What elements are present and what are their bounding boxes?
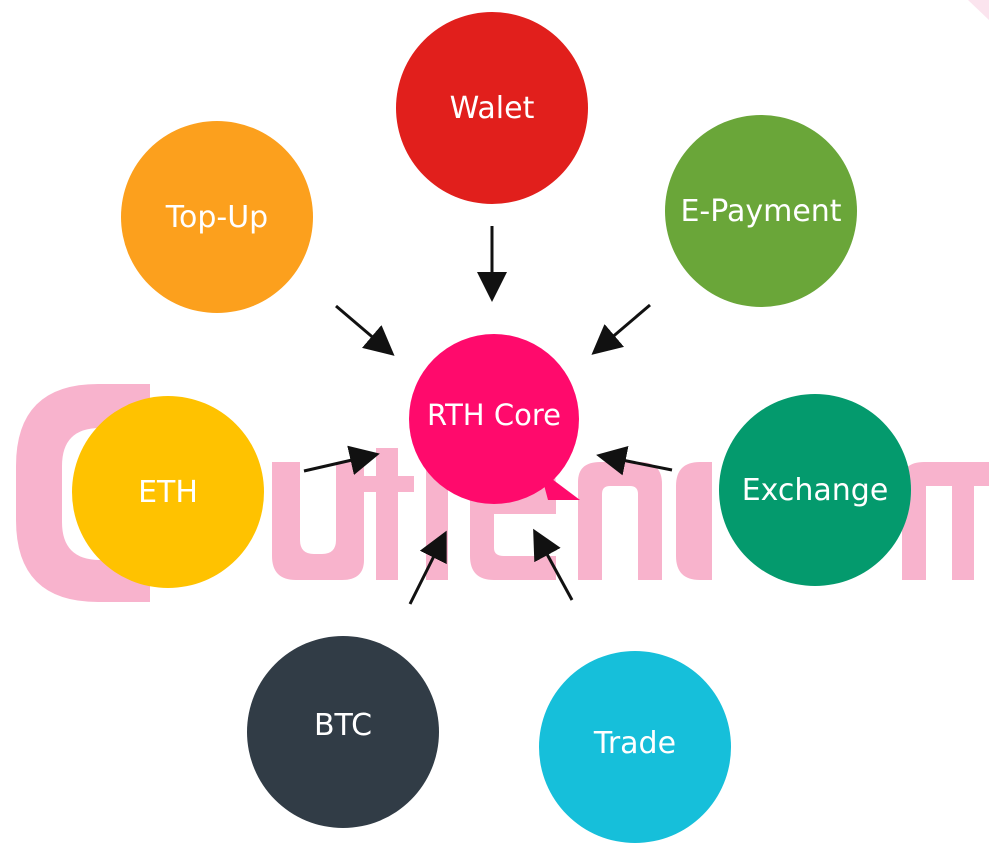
arrow-trade-to-core: [533, 528, 574, 601]
arrow-epayment-to-core: [591, 303, 651, 355]
node-walet: Walet: [396, 12, 588, 204]
node-btc: BTC: [247, 636, 439, 828]
node-exchange: Exchange: [719, 394, 911, 586]
node-eth: ETH: [72, 396, 264, 588]
node-epayment: E-Payment: [665, 115, 857, 307]
node-btc-label: BTC: [313, 707, 373, 743]
arrow-exchange-to-core: [596, 445, 673, 476]
node-topup: Top-Up: [121, 121, 313, 313]
node-trade-label: Trade: [593, 725, 677, 761]
node-rth-core: RTH Core: [409, 334, 579, 504]
arrow-btc-to-core: [408, 530, 447, 605]
arrow-eth-to-core: [303, 445, 380, 475]
node-topup-label: Top-Up: [165, 199, 269, 235]
node-walet-label: Walet: [449, 90, 535, 126]
node-rth-core-label: RTH Core: [427, 398, 561, 432]
arrow-topup-to-core: [335, 304, 395, 356]
node-exchange-label: Exchange: [741, 472, 889, 508]
node-epayment-label: E-Payment: [680, 193, 842, 229]
node-trade: Trade: [539, 651, 731, 843]
node-eth-label: ETH: [138, 474, 198, 510]
